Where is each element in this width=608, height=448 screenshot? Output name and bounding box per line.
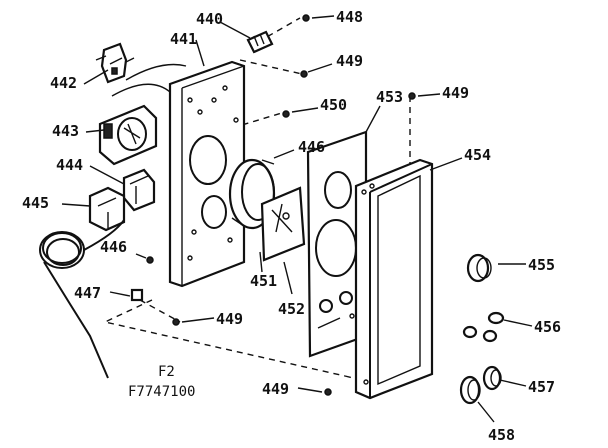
- clip-447: [130, 288, 144, 302]
- label-455: 455: [528, 256, 555, 274]
- label-457: 457: [528, 378, 555, 396]
- label-448: 448: [336, 8, 363, 26]
- figure-caption-line1: F2: [158, 364, 175, 380]
- label-449-bottom: 449: [262, 380, 289, 398]
- switch-444: [122, 168, 156, 212]
- label-441: 441: [170, 30, 197, 48]
- label-450: 450: [320, 96, 347, 114]
- label-444: 444: [56, 156, 83, 174]
- screw-449-right: [408, 92, 416, 100]
- label-449-mid: 449: [216, 310, 243, 328]
- label-446-lower: 446: [100, 238, 127, 256]
- assembly-dashed-line-top: [257, 17, 301, 43]
- label-446-upper: 446: [298, 138, 325, 156]
- assembly-dashed-line-447: [139, 299, 181, 323]
- plate-452: [260, 186, 306, 262]
- switch-442: [95, 42, 135, 84]
- label-449-right: 449: [442, 84, 469, 102]
- switch-440: [246, 30, 274, 54]
- figure-caption-line2: F7747100: [128, 384, 195, 400]
- knob-458: [459, 375, 481, 405]
- label-452: 452: [278, 300, 305, 318]
- label-440: 440: [196, 10, 223, 28]
- label-456: 456: [534, 318, 561, 336]
- screw-446-lower: [146, 256, 154, 264]
- leader-lines: [61, 15, 533, 423]
- screw-449-top: [300, 70, 308, 78]
- thermostat-443: [98, 83, 171, 166]
- knob-456: [462, 311, 505, 343]
- mounting-panel-441: [168, 60, 246, 288]
- knob-457: [482, 365, 502, 391]
- screw-448: [302, 14, 310, 22]
- label-453: 453: [376, 88, 403, 106]
- screw-449-mid: [172, 318, 180, 326]
- wire-442: [125, 63, 187, 81]
- knob-455: [466, 253, 492, 283]
- assembly-dashed-line-screw449: [239, 59, 303, 75]
- capillary-coil: [39, 219, 125, 379]
- screw-449-bottom: [324, 388, 332, 396]
- frame-454: [354, 158, 434, 400]
- switch-445: [88, 186, 126, 232]
- label-451: 451: [250, 272, 277, 290]
- label-454: 454: [464, 146, 491, 164]
- label-445: 445: [22, 194, 49, 212]
- label-447: 447: [74, 284, 101, 302]
- label-442: 442: [50, 74, 77, 92]
- assembly-dashed-line-center: [231, 111, 286, 129]
- label-443: 443: [52, 122, 79, 140]
- label-449-top: 449: [336, 52, 363, 70]
- label-458: 458: [488, 426, 515, 444]
- screw-450: [282, 110, 290, 118]
